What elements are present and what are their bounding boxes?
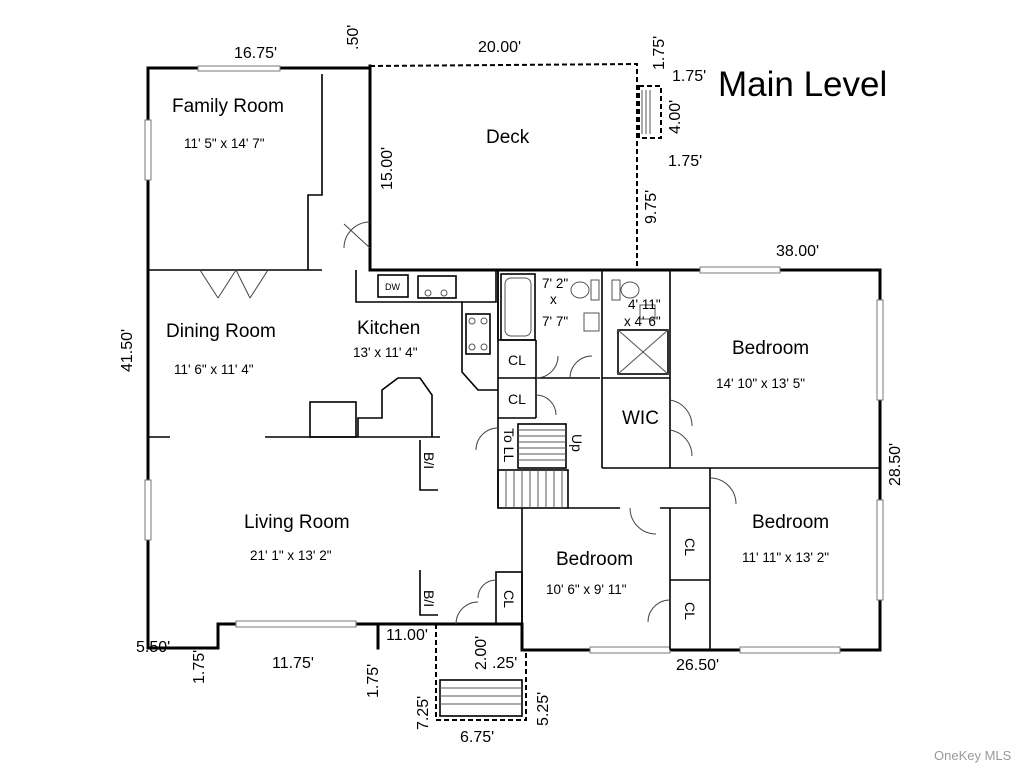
dim-offset-top: .50'	[345, 25, 362, 50]
bedroom-3-name: Bedroom	[556, 549, 633, 570]
closet-label-1: CL	[508, 352, 526, 368]
dishwasher-label: DW	[385, 282, 400, 292]
dim-deck-right-top: 1.75'	[651, 36, 668, 70]
built-in-label-1: B/I	[421, 452, 437, 469]
closet-label-2: CL	[508, 391, 526, 407]
dim-step-offset-low: 1.75'	[668, 153, 702, 170]
kitchen-name: Kitchen	[357, 318, 420, 339]
closet-label-5: CL	[682, 602, 698, 620]
wic-name: WIC	[622, 408, 659, 429]
family-room-size: 11' 5" x 14' 7"	[184, 136, 265, 151]
living-room-name: Living Room	[244, 512, 350, 533]
interior-walls	[148, 74, 880, 650]
bath-1-size-line3: 7' 7"	[542, 314, 568, 329]
dim-house-left: 41.50'	[119, 329, 136, 372]
kitchen-size: 13' x 11' 4"	[353, 345, 418, 360]
dim-step-depth: 4.00'	[667, 100, 684, 134]
dim-stoop-left: 7.25'	[415, 696, 432, 730]
dim-step-offset: 1.75'	[672, 68, 706, 85]
bath-2-size-line1: 4' 11"	[628, 297, 661, 312]
dim-bottom-right: 26.50'	[676, 657, 719, 674]
dim-entry-width: .25'	[492, 655, 517, 672]
bedroom-2-name: Bedroom	[752, 512, 829, 533]
stairs-up-label: Up	[569, 434, 585, 452]
dim-stoop-bottom: 6.75'	[460, 729, 494, 746]
dim-house-right-top: 38.00'	[776, 243, 819, 260]
dim-bottom-left: 5.50'	[136, 639, 170, 656]
windows	[144, 65, 884, 654]
dining-room-size: 11' 6" x 11' 4"	[174, 362, 254, 377]
dim-bay-left: 1.75'	[191, 650, 208, 684]
watermark: OneKey MLS	[934, 748, 1012, 763]
closet-label-3: CL	[501, 590, 517, 608]
family-room-name: Family Room	[172, 96, 284, 117]
front-stoop	[435, 624, 527, 721]
bath-1-size-line1: 7' 2"	[542, 276, 568, 291]
dim-stoop-right: 5.25'	[535, 692, 552, 726]
dim-deck-top: 20.00'	[478, 39, 521, 56]
dim-deck-right: 9.75'	[643, 190, 660, 224]
dim-family-top: 16.75'	[234, 45, 277, 62]
living-room-size: 21' 1" x 13' 2"	[250, 548, 332, 563]
dining-room-name: Dining Room	[166, 321, 276, 342]
dim-deck-side: 15.00'	[379, 147, 396, 190]
dim-house-right: 28.50'	[887, 443, 904, 486]
built-in-label-2: B/I	[421, 590, 437, 607]
dim-bay-width: 11.75'	[272, 655, 314, 672]
deck-outline	[369, 62, 662, 268]
stairs-down-label: To LL	[501, 428, 517, 462]
doors	[199, 221, 737, 625]
dim-entry-depth: 2.00'	[473, 636, 490, 670]
bedroom-3-size: 10' 6" x 9' 11"	[546, 582, 627, 597]
bedroom-1-size: 14' 10" x 13' 5"	[716, 376, 805, 391]
dim-entry-left: 11.00'	[386, 627, 428, 644]
closet-label-4: CL	[682, 538, 698, 556]
deck-name: Deck	[486, 127, 530, 148]
dim-bay-right: 1.75'	[365, 664, 382, 698]
bath-2-size-line2: x 4' 6"	[624, 314, 661, 329]
bedroom-1-name: Bedroom	[732, 338, 809, 359]
plan-title: Main Level	[718, 65, 887, 104]
bath-1-size-line2: x	[550, 292, 557, 307]
bedroom-2-size: 11' 11" x 13' 2"	[742, 550, 829, 565]
